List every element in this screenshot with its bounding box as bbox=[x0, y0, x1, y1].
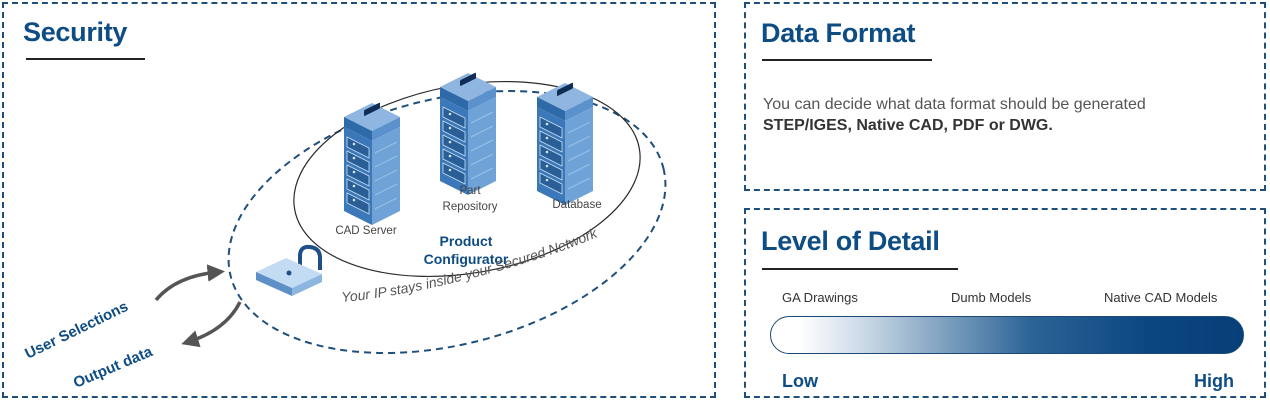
user-selections-label: User Selections bbox=[22, 298, 131, 363]
data-format-title: Data Format bbox=[761, 18, 916, 48]
data-format-description: You can decide what data format should b… bbox=[763, 96, 1146, 113]
security-panel: Security CAD Server Part Repository Data… bbox=[2, 2, 716, 398]
data-format-formats: STEP/IGES, Native CAD, PDF or DWG. bbox=[763, 117, 1053, 134]
lod-high-label: High bbox=[1194, 371, 1234, 391]
part-repository-label-line1: Part bbox=[459, 185, 481, 197]
security-title-underline bbox=[26, 58, 145, 60]
lod-label-ga-drawings: GA Drawings bbox=[782, 290, 858, 305]
user-selections-arrow bbox=[154, 264, 225, 302]
security-diagram: CAD Server Part Repository Database Prod… bbox=[22, 71, 667, 392]
data-format-panel: Data Format You can decide what data for… bbox=[744, 2, 1266, 191]
lod-low-label: Low bbox=[782, 371, 818, 391]
part-repository-icon bbox=[439, 71, 497, 196]
cad-server-icon bbox=[343, 101, 401, 226]
data-format-description-block: You can decide what data format should b… bbox=[763, 94, 1253, 136]
part-repository-label-line2: Repository bbox=[443, 201, 498, 213]
lod-label-native-cad-models: Native CAD Models bbox=[1104, 290, 1218, 305]
configurator-label-line1: Product bbox=[440, 233, 493, 249]
level-of-detail-panel: Level of Detail GA Drawings Dumb Models … bbox=[744, 208, 1266, 398]
database-label: Database bbox=[552, 199, 601, 211]
level-of-detail-gradient-bar bbox=[770, 316, 1244, 354]
database-icon bbox=[536, 81, 594, 206]
security-title: Security bbox=[23, 17, 128, 47]
level-of-detail-title: Level of Detail bbox=[761, 226, 940, 256]
data-format-title-underline bbox=[762, 59, 932, 61]
secured-network-ellipse bbox=[227, 90, 667, 354]
padlock-icon bbox=[256, 244, 322, 296]
output-data-label: Output data bbox=[71, 343, 156, 392]
configurator-label-line2: Configurator bbox=[424, 251, 509, 267]
output-data-arrow bbox=[181, 301, 242, 348]
cad-server-label: CAD Server bbox=[335, 225, 397, 237]
lod-label-dumb-models: Dumb Models bbox=[951, 290, 1032, 305]
level-of-detail-title-underline bbox=[762, 268, 958, 270]
